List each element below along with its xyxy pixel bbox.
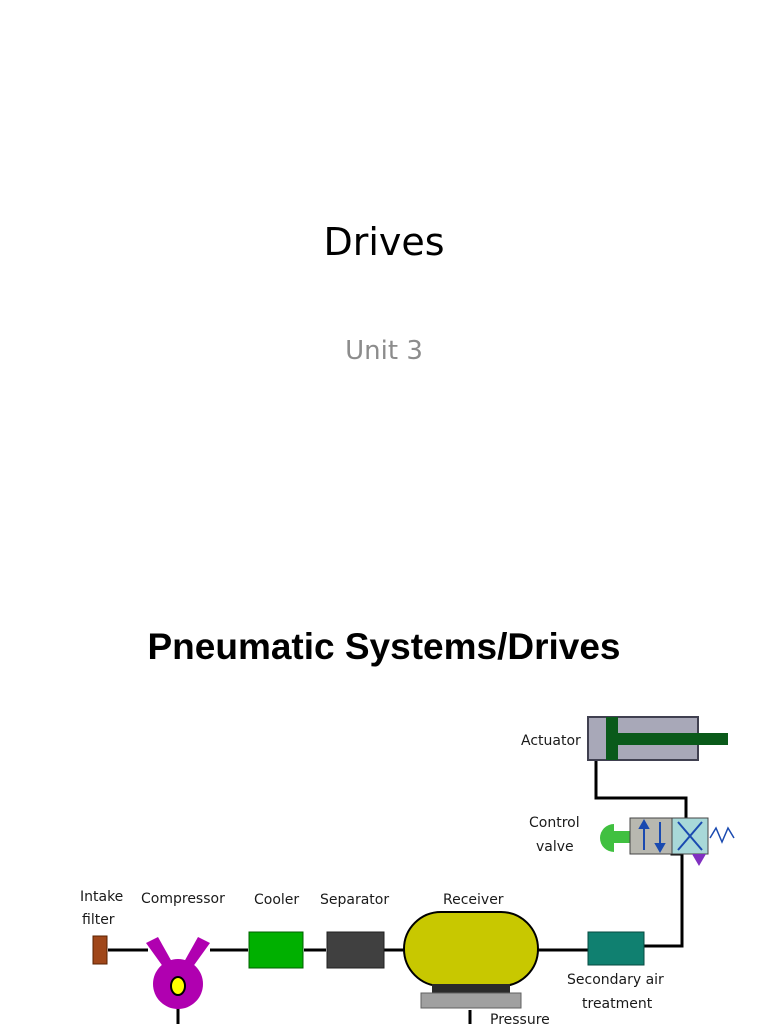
control-valve-symbol — [600, 817, 735, 866]
section-title: Pneumatic Systems/Drives — [147, 626, 621, 667]
label-cooler: Cooler — [254, 892, 299, 908]
separator-block — [326, 931, 385, 969]
label-secondary-air-1: Secondary air — [567, 972, 664, 988]
label-intake-filter-1: Intake — [80, 889, 123, 905]
label-pressure: Pressure — [490, 1012, 550, 1024]
slide-subtitle: Unit 3 — [345, 336, 423, 366]
receiver-symbol — [403, 911, 539, 1009]
intake-filter-block — [92, 935, 108, 965]
label-actuator: Actuator — [521, 733, 581, 749]
compressor-symbol — [146, 937, 210, 1009]
pneumatic-system-diagram: Actuator Control valve Intake filter Com… — [80, 716, 735, 1024]
label-separator: Separator — [320, 892, 389, 908]
secondary-air-block — [587, 931, 645, 966]
label-compressor: Compressor — [141, 891, 225, 907]
slide-title: Drives — [323, 220, 445, 264]
label-intake-filter-2: filter — [82, 912, 115, 928]
label-secondary-air-2: treatment — [582, 996, 653, 1012]
cooler-block — [248, 931, 304, 969]
actuator-symbol — [587, 716, 728, 761]
label-control-valve-1: Control — [529, 815, 580, 831]
label-control-valve-2: valve — [536, 839, 574, 855]
label-receiver: Receiver — [443, 892, 504, 908]
